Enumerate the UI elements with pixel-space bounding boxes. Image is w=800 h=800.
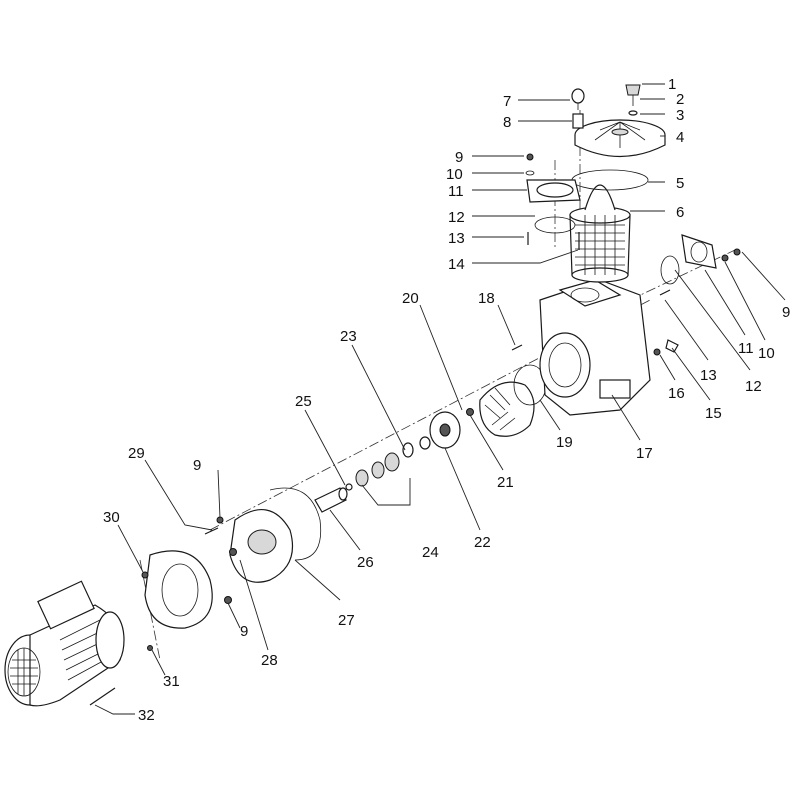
callout-31: 31: [163, 673, 180, 690]
callout-20: 20: [402, 290, 419, 307]
eye-bolt: [571, 88, 585, 129]
callout-28: 28: [261, 652, 278, 669]
mechanical-seal: [355, 442, 414, 487]
callout-3: 3: [676, 107, 684, 124]
callout-17: 17: [636, 445, 653, 462]
callout-9-lower: 9: [193, 457, 201, 474]
callout-25: 25: [295, 393, 312, 410]
lid-o-ring: [571, 169, 649, 191]
diffuser: [419, 411, 461, 450]
callout-11: 11: [448, 183, 464, 200]
callout-4: 4: [676, 129, 684, 146]
pump-housing: [539, 279, 651, 416]
seal-plate: [224, 509, 294, 604]
callout-22: 22: [474, 534, 491, 551]
callout-9: 9: [455, 149, 463, 166]
impeller: [466, 381, 535, 437]
motor-fan-grille: [7, 647, 41, 697]
callout-29: 29: [128, 445, 145, 462]
shaft-sleeve: [314, 483, 353, 513]
callout-9-bottom: 9: [240, 623, 248, 640]
callout-13-right: 13: [700, 367, 717, 384]
lid-plug: [625, 84, 641, 116]
callout-9-right: 9: [782, 304, 790, 321]
callout-12: 12: [448, 209, 465, 226]
discharge-union: [511, 234, 741, 356]
callout-15: 15: [705, 405, 722, 422]
callout-24: 24: [422, 544, 439, 561]
strainer-lid: [574, 119, 666, 158]
suction-union: [525, 153, 581, 250]
motor-adapter-flange: [141, 550, 213, 651]
callout-10: 10: [446, 166, 463, 183]
callout-10-right: 10: [758, 345, 775, 362]
callout-labels: 1 2 3 4 5 6 7 8 9 10 11 12 13 14 9 10 11…: [103, 76, 790, 724]
leader-lines: [94, 83, 786, 715]
callout-32: 32: [138, 707, 155, 724]
callout-27: 27: [338, 612, 355, 629]
callout-1: 1: [668, 76, 676, 93]
motor: [4, 580, 125, 707]
callout-6: 6: [676, 204, 684, 221]
callout-19: 19: [556, 434, 573, 451]
callout-21: 21: [497, 474, 514, 491]
callout-5: 5: [676, 175, 684, 192]
callout-18: 18: [478, 290, 495, 307]
callout-30: 30: [103, 509, 120, 526]
gasket: [269, 487, 322, 561]
callout-11-right: 11: [738, 340, 754, 357]
callout-13: 13: [448, 230, 465, 247]
strainer-basket: [569, 184, 631, 283]
callout-14: 14: [448, 256, 465, 273]
callout-7: 7: [503, 93, 511, 110]
callout-2: 2: [676, 91, 684, 108]
callout-26: 26: [357, 554, 374, 571]
callout-8: 8: [503, 114, 511, 131]
callout-23: 23: [340, 328, 357, 345]
callout-12-right: 12: [745, 378, 762, 395]
callout-16: 16: [668, 385, 685, 402]
